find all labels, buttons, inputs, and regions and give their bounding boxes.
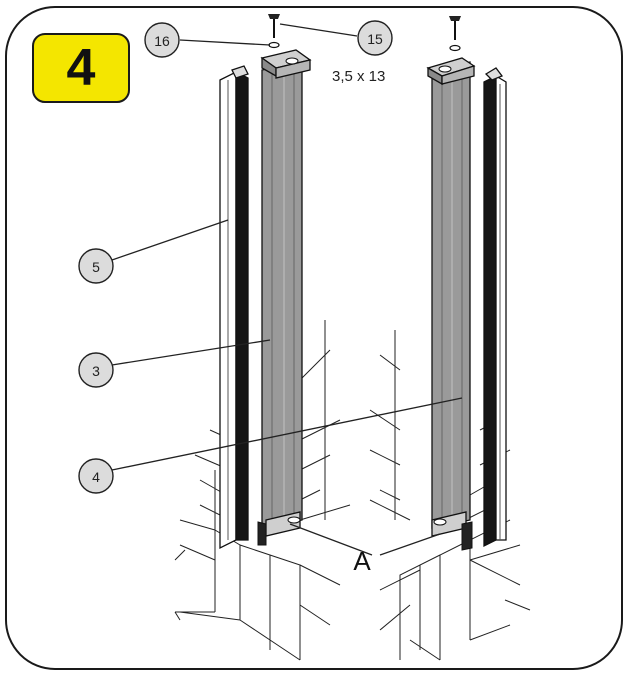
leader-5 (111, 219, 229, 261)
right-photocell-post (426, 57, 476, 551)
callout-16: 16 (144, 22, 180, 58)
left-screw (268, 14, 280, 49)
callout-4-label: 4 (92, 469, 100, 485)
callout-5: 5 (78, 248, 114, 284)
leader-15 (279, 23, 358, 37)
reference-label-a: A (353, 546, 371, 576)
leader-16 (179, 39, 271, 46)
callout-5-label: 5 (92, 259, 100, 275)
callout-15-label: 15 (367, 31, 383, 47)
callout-4: 4 (78, 458, 114, 494)
callout-3-label: 3 (92, 363, 100, 379)
left-rail (219, 65, 249, 550)
leader-3 (111, 339, 271, 366)
step-number-badge: 4 (32, 33, 130, 103)
callout-15: 15 (357, 20, 393, 56)
callout-16-label: 16 (154, 33, 170, 49)
leader-a-right (379, 533, 441, 556)
illustration-frame (5, 6, 623, 670)
leader-4 (111, 397, 463, 471)
right-screw (449, 16, 461, 52)
screw-size-label: 3,5 x 13 (332, 68, 386, 85)
right-rail (483, 67, 507, 548)
step-number: 4 (66, 39, 96, 97)
callout-3: 3 (78, 352, 114, 388)
left-photocell-post (257, 49, 312, 546)
leader-a-left (289, 523, 373, 556)
